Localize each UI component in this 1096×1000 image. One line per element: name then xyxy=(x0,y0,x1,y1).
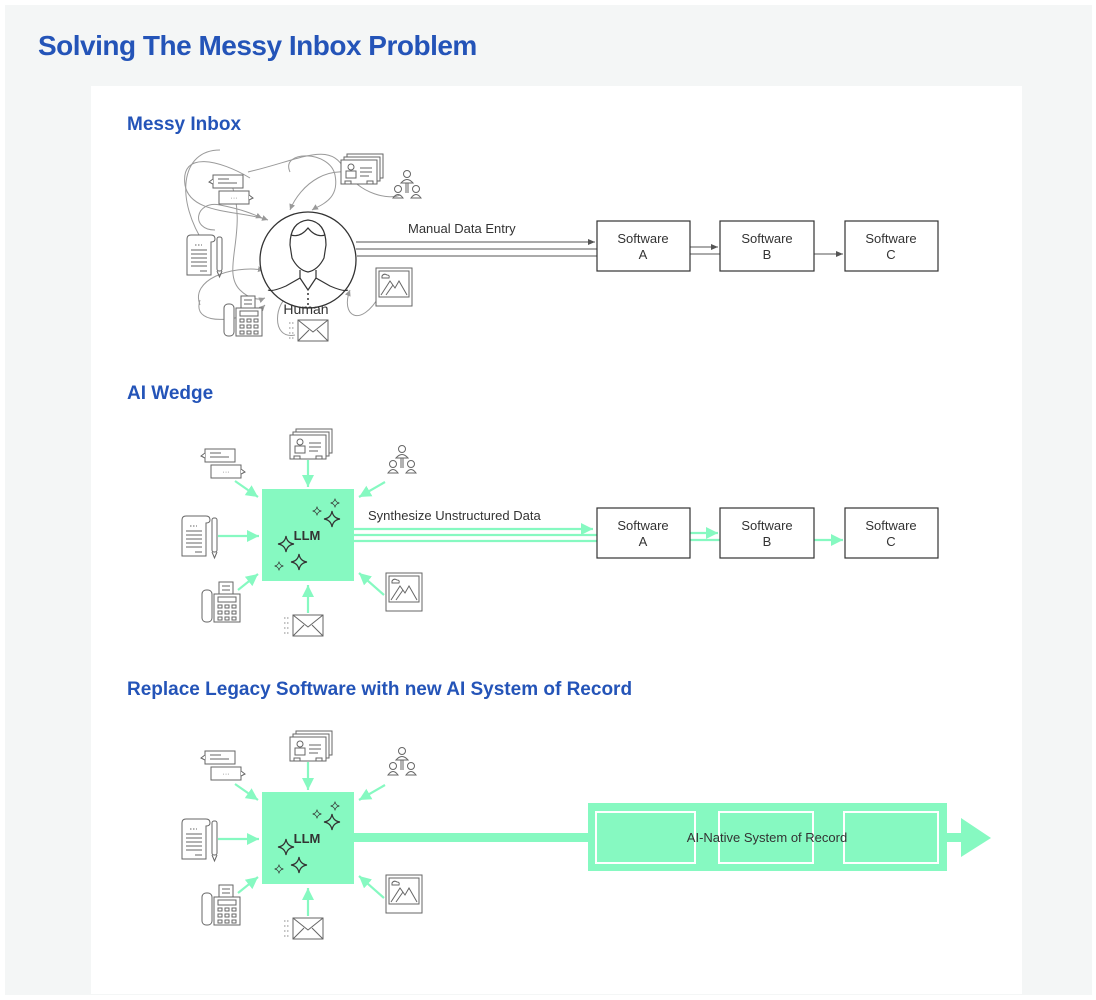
document-with-pen-icon xyxy=(181,818,218,862)
image-photo-icon xyxy=(385,572,423,612)
chat-bubbles-icon xyxy=(200,750,246,781)
llm-hub: LLM xyxy=(262,489,354,581)
input-arrows xyxy=(218,762,386,916)
fax-phone-icon xyxy=(201,884,241,926)
svg-text:Software: Software xyxy=(741,518,792,533)
svg-text:Software: Software xyxy=(617,231,668,246)
org-chart-icon xyxy=(387,445,417,474)
svg-text:B: B xyxy=(763,247,772,262)
llm-hub: LLM xyxy=(262,792,354,884)
svg-text:B: B xyxy=(763,534,772,549)
human-hub: Human xyxy=(259,211,357,317)
fax-phone-icon xyxy=(201,581,241,623)
id-cards-icon xyxy=(289,428,333,460)
person-icon xyxy=(289,219,327,273)
section-heading-messy-inbox: Messy Inbox xyxy=(127,114,242,135)
manual-entry-lines xyxy=(356,239,843,257)
llm-label: LLM xyxy=(294,528,321,543)
envelope-icon xyxy=(283,917,324,940)
svg-text:C: C xyxy=(886,247,895,262)
org-chart-icon xyxy=(392,170,422,199)
software-box-c: Software C xyxy=(844,507,939,559)
synthesize-label: Synthesize Unstructured Data xyxy=(368,508,541,523)
image-photo-icon xyxy=(385,874,423,914)
synthesize-lines xyxy=(354,523,843,546)
software-box-c: Software C xyxy=(844,220,939,272)
section-heading-replace-legacy: Replace Legacy Software with new AI Syst… xyxy=(127,679,633,700)
page-title: Solving The Messy Inbox Problem xyxy=(38,30,477,61)
software-box-a: Software A xyxy=(596,507,691,559)
svg-text:Software: Software xyxy=(617,518,668,533)
svg-text:Software: Software xyxy=(865,231,916,246)
chat-bubbles-icon xyxy=(200,448,246,479)
ai-native-system-of-record: AI-Native System of Record xyxy=(588,803,991,871)
document-with-pen-icon xyxy=(181,515,218,559)
section-heading-ai-wedge: AI Wedge xyxy=(127,383,214,404)
org-chart-icon xyxy=(387,747,417,776)
chat-bubbles-icon xyxy=(208,174,254,205)
manual-data-entry-label: Manual Data Entry xyxy=(408,221,516,236)
messy-inbox-diagram: Human Manual Data Entry Software A Softw… xyxy=(184,149,939,342)
software-box-b: Software B xyxy=(719,220,815,272)
output-arrow-head xyxy=(961,818,991,857)
svg-text:A: A xyxy=(639,534,648,549)
human-label: Human xyxy=(283,301,328,317)
id-cards-icon xyxy=(289,730,333,762)
output-flow-bar xyxy=(354,833,590,842)
svg-text:C: C xyxy=(886,534,895,549)
replace-legacy-diagram: LLM AI-Native System of Record xyxy=(181,730,991,940)
svg-text:A: A xyxy=(639,247,648,262)
input-arrows xyxy=(218,460,386,613)
id-cards-icon xyxy=(340,153,384,185)
llm-label: LLM xyxy=(294,831,321,846)
fax-phone-icon xyxy=(223,295,263,337)
software-box-a: Software A xyxy=(596,220,691,272)
envelope-icon xyxy=(288,319,329,342)
image-photo-icon xyxy=(375,267,413,307)
envelope-icon xyxy=(283,614,324,637)
svg-text:Software: Software xyxy=(741,231,792,246)
svg-text:Software: Software xyxy=(865,518,916,533)
ai-wedge-diagram: LLM Synthesize Unstructured Data Softwar… xyxy=(181,428,939,637)
document-with-pen-icon xyxy=(186,234,223,278)
software-box-b: Software B xyxy=(719,507,815,559)
system-of-record-label: AI-Native System of Record xyxy=(687,830,847,845)
